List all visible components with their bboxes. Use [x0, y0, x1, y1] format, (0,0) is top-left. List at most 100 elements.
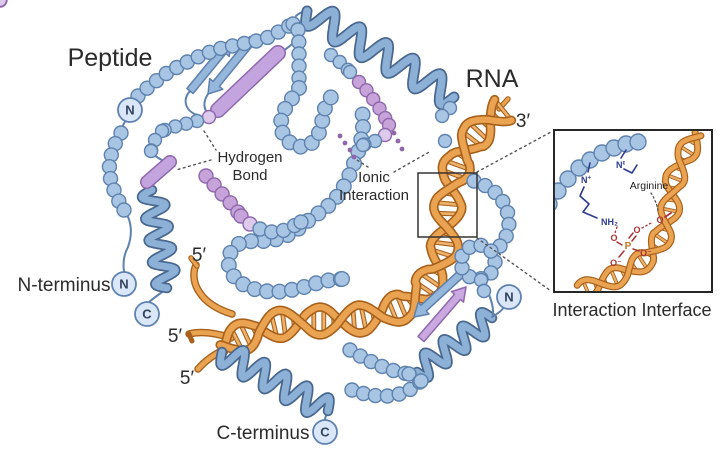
zoom-source-box	[417, 172, 478, 238]
c-terminal-circle-left	[134, 301, 160, 327]
arginine-label: Arginine	[630, 180, 669, 192]
dotted-annotation-line	[203, 130, 217, 151]
phosphate-double-bond	[631, 235, 637, 242]
phosphate-o-minus-right-label: O⁻	[640, 248, 652, 258]
c-terminus-letter-bottom: C	[320, 425, 330, 440]
rna-tail-tip-outline	[186, 331, 195, 344]
five-prime-label-top: 5′	[192, 245, 207, 266]
terminal-markers: N N C N C	[111, 97, 522, 445]
n-terminus-letter-left: N	[119, 277, 128, 292]
ionic-interaction-dot	[395, 138, 401, 144]
peptide-bead	[434, 108, 450, 124]
inset-dotted-line	[614, 226, 618, 234]
phosphate-bond	[616, 241, 623, 246]
five-prime-label-bottom: 5′	[180, 368, 195, 389]
arginine-n-plus-label: N+	[581, 175, 592, 185]
inset-chemistry-labels: N+ Nε NH₂ O O O O⁻ O⁻ P Arginine	[581, 160, 668, 268]
peptide-bead-light-purple	[0, 0, 8, 8]
n-terminal-letter-top: N	[125, 103, 134, 118]
rna-label: RNA	[466, 65, 519, 93]
arginine-side-chain-bond	[579, 186, 598, 219]
c-terminus-alpha-helix	[217, 346, 333, 417]
three-prime-label: 3′	[516, 111, 531, 132]
small-purple-helix-cylinder	[141, 156, 176, 188]
right-alpha-helix	[413, 308, 496, 382]
labels: Peptide RNA 3′ 5′ 5′ 5′ Hydrogen Bond Io…	[18, 44, 531, 444]
c-terminus-label: C-terminus	[217, 423, 310, 444]
n-terminal-circle-top	[117, 97, 143, 123]
arginine-n-epsilon-label: Nε	[616, 160, 626, 170]
hydrogen-bond-label-line1: Hydrogen	[217, 149, 282, 166]
phosphate-bond	[632, 248, 640, 252]
rna-tail-tip	[189, 256, 199, 268]
peptide-bead	[413, 373, 429, 389]
large-purple-helix-cylinder	[211, 46, 285, 117]
inset-peptide-bead	[559, 170, 577, 188]
phosphate-bond	[618, 250, 625, 258]
arginine-bond	[587, 162, 591, 173]
n-terminus-alpha-helix	[138, 186, 179, 292]
peptide-bead	[334, 271, 351, 288]
dotted-annotation-line	[476, 237, 552, 292]
rna-helix-strand	[217, 116, 515, 354]
arginine-bond	[623, 164, 638, 174]
backbone-oxygen-bond	[664, 212, 672, 218]
rna-double-helix-layer	[185, 94, 517, 373]
rna-five-prime-tail	[191, 262, 235, 317]
n-terminal-circle-right	[496, 284, 522, 310]
peptide-label: Peptide	[68, 44, 153, 72]
ionic-interaction-dot	[391, 130, 397, 136]
c-terminus-circle-bottom	[312, 419, 338, 445]
interaction-interface-inset: N+ Nε NH₂ O O O O⁻ O⁻ P Arginine Interac…	[552, 129, 713, 320]
ionic-interaction-dot	[351, 154, 357, 160]
peptide-bead	[355, 137, 371, 153]
peptide-bead	[116, 202, 132, 218]
beta-arrow-purple	[417, 286, 467, 343]
peptide-bead	[322, 89, 339, 106]
inset-dotted-line	[650, 192, 659, 214]
dotted-annotation-line	[393, 150, 432, 173]
phosphate-ester-oxygen-label: O	[610, 233, 617, 243]
n-terminal-letter-right: N	[504, 290, 513, 305]
peptide-bead-light-purple	[201, 109, 217, 125]
n-terminus-circle-left	[111, 271, 137, 297]
peptide-chain-link	[184, 89, 199, 116]
backbone-oxygen-label: O	[656, 215, 663, 225]
ionic-interaction-dot	[399, 146, 405, 152]
ionic-interaction-dot	[342, 140, 348, 146]
peptide-bead	[342, 64, 358, 80]
foreground-structure-layer	[215, 100, 517, 419]
inset-content	[554, 130, 705, 292]
n-terminus-label: N-terminus	[18, 275, 111, 296]
inset-dotted-line	[641, 221, 654, 229]
peptide-bead	[437, 133, 453, 149]
dotted-annotation-line	[356, 159, 369, 168]
peptide-bead	[483, 243, 499, 259]
ionic-interaction-label-line2: Interaction	[339, 187, 409, 204]
top-right-alpha-helix	[301, 7, 458, 109]
peptide-bead	[476, 283, 492, 299]
hydrogen-bond-label-line2: Bond	[232, 167, 267, 184]
arginine-bond	[620, 149, 627, 159]
ionic-interaction-label-line1: Ionic	[358, 169, 390, 186]
beta-arrow-blue-bottom	[413, 267, 468, 318]
peptide-bead	[293, 214, 309, 230]
annotation-dotted-lines	[175, 130, 552, 292]
inset-peptide-bead	[554, 182, 567, 200]
peptide-chain-link	[203, 93, 209, 112]
phosphate-o-minus-left-label: O⁻	[610, 258, 622, 268]
peptide-chain-link	[122, 210, 132, 272]
interaction-interface-label: Interaction Interface	[552, 300, 711, 320]
inset-peptide-bead	[629, 133, 647, 151]
phosphate-double-bond-oxygen-label: O	[633, 225, 640, 235]
arginine-nh2-label: NH₂	[601, 217, 618, 227]
c-terminal-letter-left: C	[142, 307, 152, 322]
dotted-annotation-line	[476, 131, 552, 173]
ionic-interaction-dot	[337, 133, 343, 139]
phosphate-double-bond	[628, 232, 634, 239]
peptide-bead	[401, 366, 417, 382]
peptide-bead	[143, 143, 159, 159]
inset-box-border	[553, 129, 713, 293]
five-prime-label-mid: 5′	[168, 326, 183, 347]
peptide-structure-layer	[0, 0, 460, 420]
